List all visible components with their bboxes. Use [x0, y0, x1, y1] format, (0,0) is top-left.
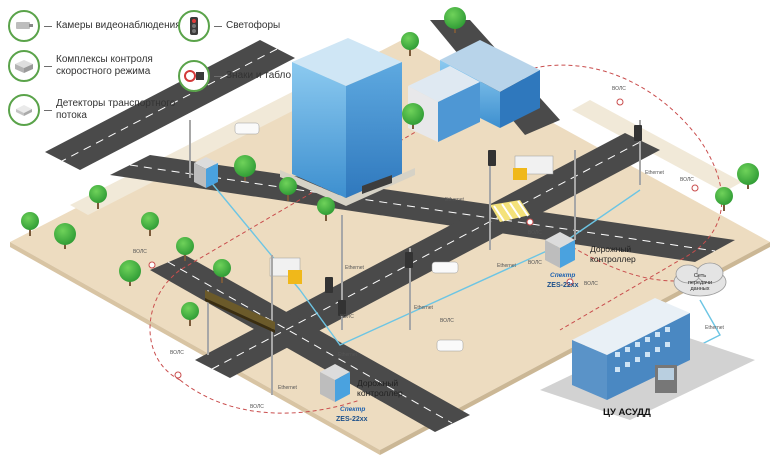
ethernet-label: Ethernet: [445, 197, 464, 203]
control-center-label: ЦУ АСУДД: [603, 407, 651, 418]
shopping-building: [408, 40, 540, 142]
marking-upper: [61, 48, 278, 162]
controller-cabinet-mid: [320, 364, 350, 402]
vols-label: ВОЛС: [680, 177, 694, 183]
legend-label-traffic-lights: Светофоры: [226, 20, 281, 31]
vols-line-bottom: [179, 379, 361, 414]
ethernet-label: Ethernet: [705, 325, 724, 331]
vols-label: ВОЛС: [170, 350, 184, 356]
tree: [141, 212, 159, 236]
legend-connector: [44, 25, 52, 27]
legend-connector: [44, 109, 52, 111]
legend-connector: [44, 65, 52, 67]
traffic-light-icon: [178, 10, 210, 42]
legend-label-speed: Комплексы контроля скоростного режима: [56, 54, 153, 77]
legend-connector: [214, 25, 222, 27]
controller-brand-right: Спектр: [550, 272, 576, 279]
vols-markers: [148, 98, 699, 379]
legend-item-signs: Знаки и табло: [178, 60, 291, 92]
legend-item-detectors: Детекторы транспортного потока: [8, 94, 186, 126]
ethernet-label: Ethernet: [497, 263, 516, 269]
tree: [21, 212, 39, 236]
road-sign-board: [205, 290, 275, 333]
ground-edge-left: [10, 242, 380, 455]
tree: [279, 177, 297, 201]
sidewalk-nw: [70, 88, 318, 215]
vols-label: ВОЛС: [528, 260, 542, 266]
legend-item-cameras: Камеры видеонаблюдения: [8, 10, 181, 42]
ethernet-label: Ethernet: [338, 352, 357, 358]
ethernet-label: Ethernet: [278, 385, 297, 391]
ethernet-label: Ethernet: [414, 305, 433, 311]
traffic-detector-icon: [8, 94, 40, 126]
office-tower: [280, 38, 415, 206]
tree: [89, 185, 107, 209]
controller-label-mid: Дорожный контроллер: [357, 378, 403, 398]
vehicles: [234, 122, 554, 352]
controller-model-mid: ZES-22xx: [336, 416, 368, 423]
controller-brand-mid: Спектр: [340, 406, 366, 413]
legend-connector: [214, 75, 222, 77]
legend-label-cameras: Камеры видеонаблюдения: [56, 20, 181, 31]
vols-label: ВОЛС: [340, 314, 354, 320]
controller-label-right: Дорожный контроллер: [590, 244, 636, 264]
controller-cabinet-right: [545, 232, 575, 268]
legend-label-detectors: Детекторы транспортного потока: [56, 98, 176, 121]
tree: [317, 197, 335, 221]
legend-label-signs: Знаки и табло: [226, 70, 292, 81]
cctv-camera-icon: [8, 10, 40, 42]
vols-label: ВОЛС: [133, 249, 147, 255]
legend-item-traffic-lights: Светофоры: [178, 10, 280, 42]
tree: [213, 259, 231, 283]
tree: [176, 237, 194, 261]
tree: [737, 163, 759, 189]
ethernet-label: Ethernet: [645, 170, 664, 176]
speed-enforcement-icon: [8, 50, 40, 82]
crosswalk: [490, 200, 530, 222]
network-cloud: [673, 262, 727, 297]
vols-label: ВОЛС: [612, 86, 626, 92]
marking-lower: [167, 261, 453, 424]
marking-cross: [211, 140, 643, 370]
vols-label: ВОЛС: [250, 404, 264, 410]
ethernet-line-center: [299, 189, 641, 346]
legend: Камеры видеонаблюдения Комплексы контрол…: [8, 8, 338, 128]
tree: [181, 302, 199, 326]
tree-layer: [21, 7, 759, 326]
tree: [444, 7, 466, 33]
sidewalk-ne: [572, 100, 742, 192]
tree: [234, 155, 256, 181]
tree: [401, 32, 419, 56]
legend-item-speed: Комплексы контроля скоростного режима: [8, 50, 176, 82]
traffic-signal-heads: [325, 125, 642, 316]
controller-model-right: ZES-22xx: [547, 282, 579, 289]
control-center-building: [540, 298, 755, 420]
vols-label: ВОЛС: [584, 281, 598, 287]
tree: [54, 223, 76, 249]
ground-block: [10, 40, 770, 450]
cloud-label: Сеть передачи данных: [687, 273, 713, 292]
controller-cabinet-left: [194, 157, 218, 188]
road-upper: [45, 40, 295, 170]
vols-label: ВОЛС: [440, 318, 454, 324]
tree: [715, 187, 733, 211]
ethernet-label: Ethernet: [345, 265, 364, 271]
marking-main: [129, 164, 716, 252]
vols-label: ВОЛС: [528, 230, 542, 236]
vols-line-loop: [149, 64, 723, 381]
tree: [119, 260, 141, 286]
tree: [402, 103, 424, 129]
sign-board-icon: [178, 60, 210, 92]
